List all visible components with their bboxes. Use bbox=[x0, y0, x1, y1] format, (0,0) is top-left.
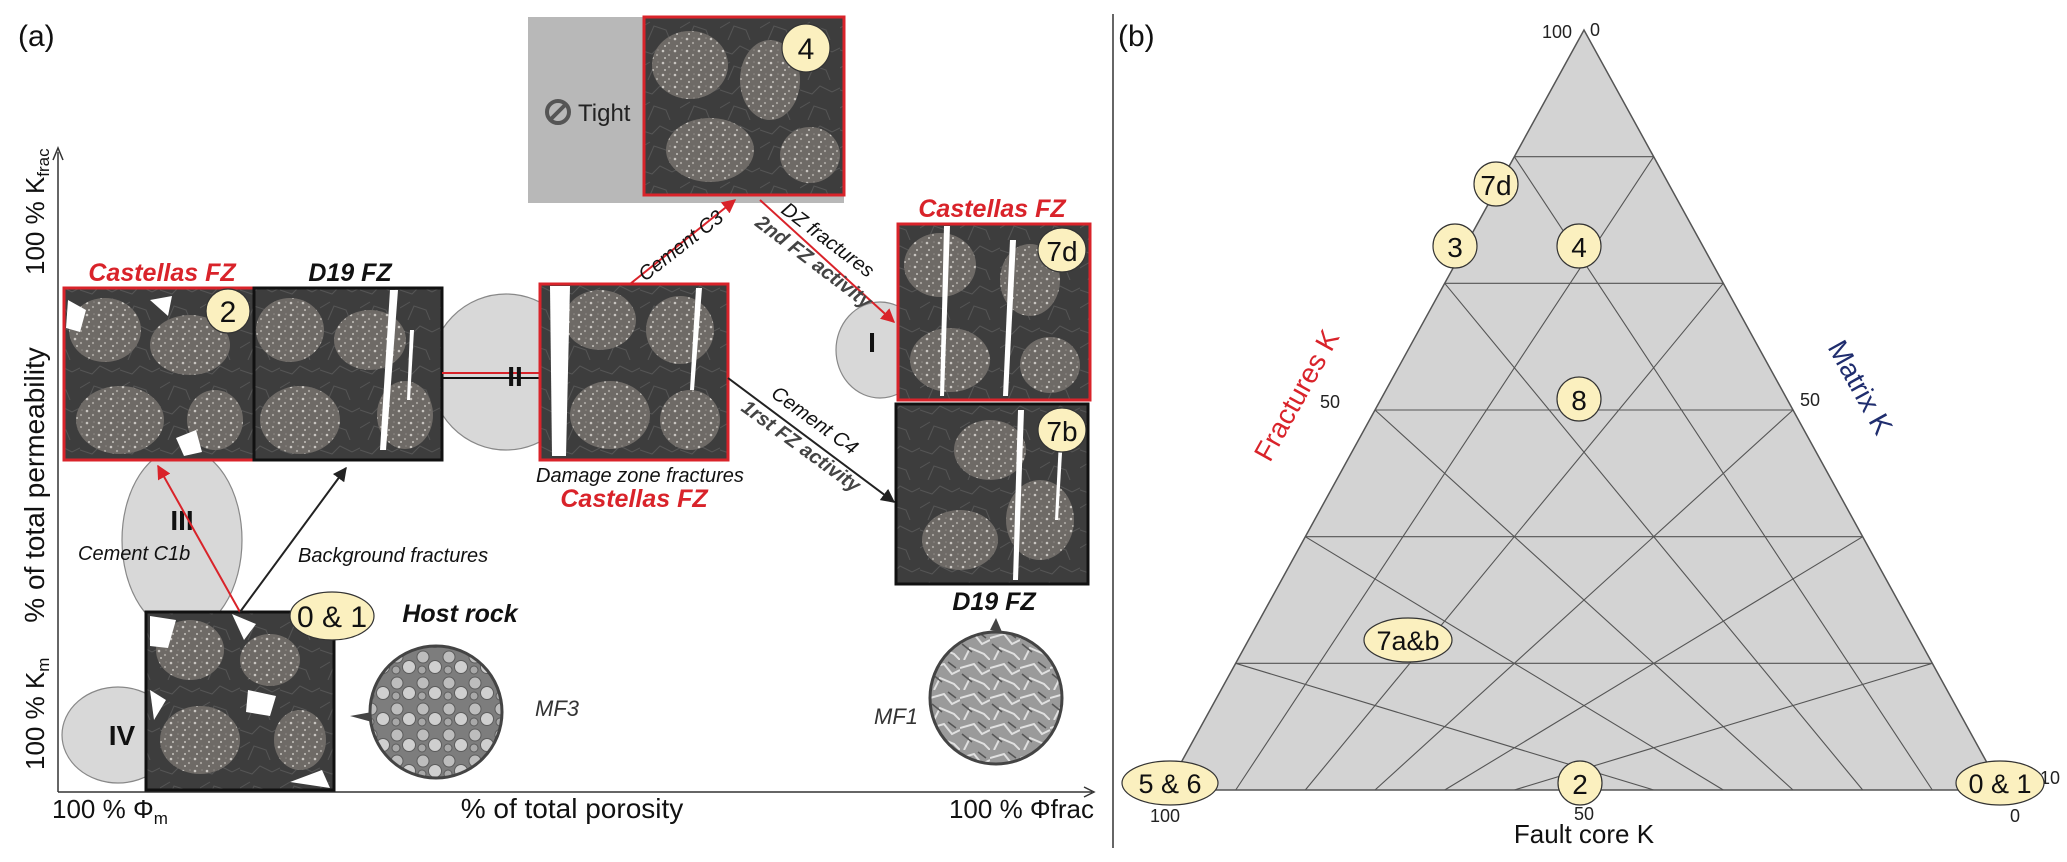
thin-section-castellas-mid bbox=[538, 282, 730, 462]
y-axis-title: % of total permeability bbox=[19, 347, 50, 622]
y-axis-bottom-label: 100 % Km bbox=[20, 658, 53, 770]
arrow-cement-c1b bbox=[157, 464, 241, 613]
marker-4: 4 bbox=[1556, 223, 1602, 269]
d19-fz-title-7b: D19 FZ bbox=[952, 588, 1037, 616]
sample-2-badge bbox=[205, 288, 251, 334]
svg-text:5 & 6: 5 & 6 bbox=[1138, 769, 1201, 799]
sample-7d-badge bbox=[1037, 227, 1087, 273]
bottom-right-tick-0: 0 bbox=[2010, 806, 2020, 826]
cement-c1b-label: Cement C1b bbox=[78, 543, 190, 565]
x-axis-title: % of total porosity bbox=[461, 793, 684, 824]
thin-section-d19-top bbox=[252, 286, 444, 462]
bottom-right-tick-10: 10 bbox=[2040, 768, 2060, 788]
panel-a-axes bbox=[52, 146, 1096, 798]
castellas-fz-title-7d: Castellas FZ bbox=[918, 195, 1067, 223]
matrix-k-axis-title: Matrix K bbox=[1822, 335, 1899, 440]
marker-7ab: 7a&b bbox=[1363, 617, 1453, 663]
right-tick-50: 50 bbox=[1800, 390, 1820, 410]
panel-a-label: (a) bbox=[18, 20, 55, 53]
x-axis-right-label: 100 % Φfrac bbox=[949, 794, 1094, 824]
sample-0-1-badge bbox=[289, 591, 375, 641]
sample-0-1-label: 0 & 1 bbox=[297, 601, 367, 634]
marker-2: 2 bbox=[1557, 760, 1603, 806]
svg-text:4: 4 bbox=[1571, 232, 1587, 263]
bottom-left-tick-100: 100 bbox=[1150, 806, 1180, 826]
thin-section-2 bbox=[62, 286, 256, 462]
region-iii-ellipse bbox=[121, 447, 243, 633]
svg-text:8: 8 bbox=[1571, 385, 1587, 416]
arrow-cement-c3 bbox=[629, 199, 737, 285]
marker-3: 3 bbox=[1432, 223, 1478, 269]
left-tick-50: 50 bbox=[1320, 392, 1340, 412]
svg-text:3: 3 bbox=[1447, 232, 1463, 263]
marker-0-1: 0 & 1 bbox=[1955, 760, 2045, 806]
region-ii-label: II bbox=[507, 361, 523, 392]
sem-image-mf3 bbox=[350, 644, 504, 780]
castellas-fz-title-mid: Castellas FZ bbox=[560, 485, 709, 513]
arrow-cement-c4 bbox=[727, 377, 896, 503]
castellas-fz-title-2: Castellas FZ bbox=[88, 259, 237, 287]
arrow-background-fractures bbox=[239, 466, 347, 613]
cement-c3-label: Cement C3 bbox=[635, 206, 728, 286]
thin-section-host-rock bbox=[144, 610, 336, 792]
damage-zone-fractures-label: Damage zone fractures bbox=[536, 465, 744, 487]
apex-tick-100: 100 bbox=[1542, 22, 1572, 42]
y-axis-top-label: 100 % Kfrac bbox=[20, 148, 53, 275]
sample-7b-badge bbox=[1037, 407, 1087, 453]
thin-section-4 bbox=[642, 15, 846, 197]
x-axis-left-label: 100 % Φm bbox=[52, 794, 168, 828]
sample-7d-label: 7d bbox=[1046, 236, 1077, 267]
background-fractures-label: Background fractures bbox=[298, 545, 488, 567]
sample-4-badge bbox=[781, 23, 831, 73]
arrow-dz-fractures bbox=[759, 199, 896, 323]
sample-4-label: 4 bbox=[798, 33, 815, 66]
host-rock-title: Host rock bbox=[402, 600, 518, 628]
sample-7b-label: 7b bbox=[1046, 416, 1077, 447]
panel-b-label: (b) bbox=[1118, 20, 1155, 53]
tight-label: Tight bbox=[578, 100, 631, 127]
region-i-label: I bbox=[868, 327, 876, 358]
ternary-grid bbox=[1235, 156, 1933, 791]
region-iii-label: III bbox=[170, 505, 193, 536]
svg-text:0 & 1: 0 & 1 bbox=[1968, 769, 2031, 799]
prohibited-icon bbox=[545, 99, 571, 125]
mf1-label: MF1 bbox=[874, 704, 918, 729]
svg-text:7a&b: 7a&b bbox=[1376, 626, 1439, 656]
mf3-label: MF3 bbox=[535, 696, 580, 721]
bottom-tick-50: 50 bbox=[1574, 804, 1594, 824]
d19-fz-title-top: D19 FZ bbox=[308, 259, 393, 287]
fault-core-k-axis-title: Fault core K bbox=[1514, 819, 1655, 849]
marker-7d: 7d bbox=[1473, 161, 1519, 207]
apex-tick-0: 0 bbox=[1590, 20, 1600, 40]
sample-2-label: 2 bbox=[220, 296, 237, 329]
marker-8: 8 bbox=[1556, 376, 1602, 422]
region-iv-label: IV bbox=[109, 720, 136, 751]
svg-text:7d: 7d bbox=[1480, 170, 1511, 201]
sem-image-mf1 bbox=[928, 618, 1064, 766]
svg-text:2: 2 bbox=[1572, 769, 1588, 800]
marker-5-6: 5 & 6 bbox=[1121, 760, 1219, 806]
